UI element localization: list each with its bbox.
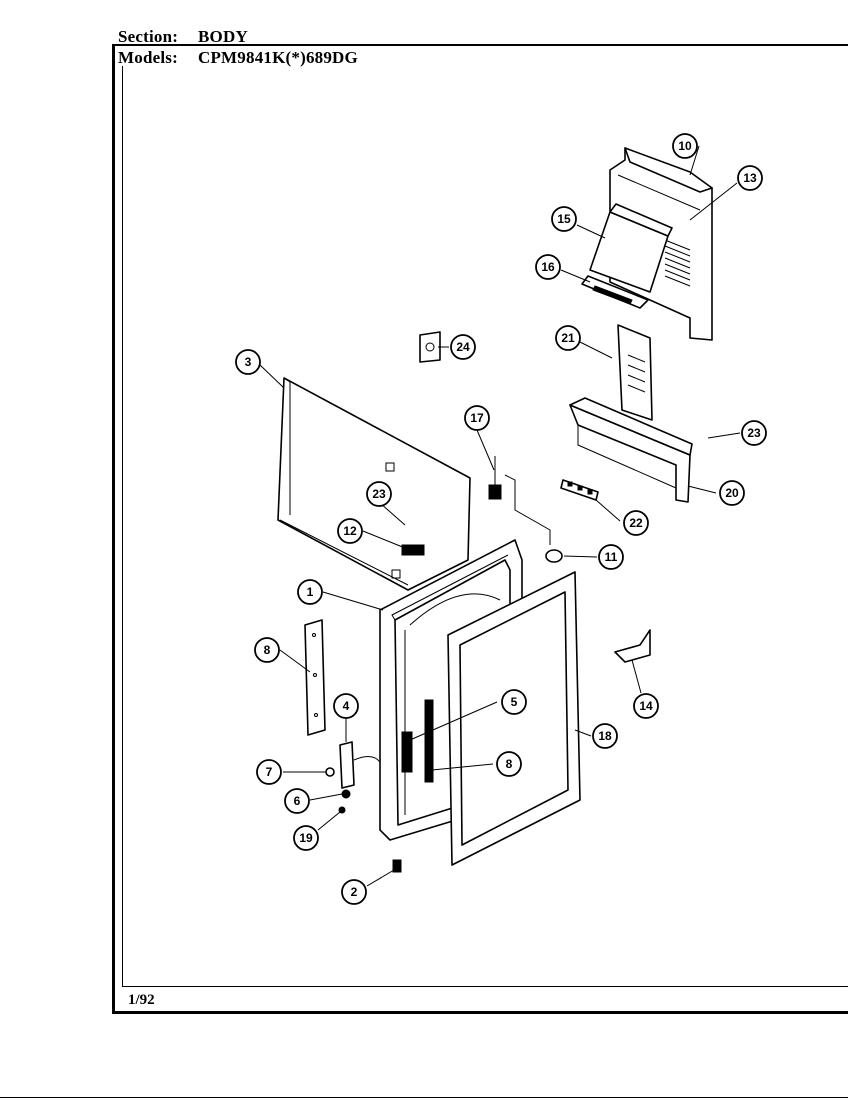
part-door-latch [339,741,381,789]
part-screw [392,859,402,873]
svg-text:1: 1 [307,585,314,599]
diagram-frame [122,66,848,987]
part-hinge-pieces [401,699,434,783]
callout-16: 16 [535,254,561,280]
svg-text:10: 10 [678,139,692,153]
part-duct-base [581,275,649,309]
part-control-tray [569,397,693,503]
models-value: CPM9841K(*)689DG [198,48,358,67]
part-vent-duct [589,203,673,293]
callout-7: 7 [256,759,282,785]
callout-3: 3 [235,349,261,375]
svg-text:17: 17 [470,411,484,425]
svg-text:18: 18 [598,729,612,743]
callout-12: 12 [337,518,363,544]
svg-text:4: 4 [343,699,350,713]
callout-22: 22 [623,510,649,536]
svg-text:6: 6 [294,794,301,808]
part-rear-bracket [617,324,653,421]
svg-text:8: 8 [506,757,513,771]
page-bottom-rule [0,1097,848,1098]
callout-11: 11 [598,544,624,570]
callout-9: 8 [254,637,280,663]
callout-4: 4 [333,693,359,719]
part-side-bracket [614,629,651,663]
part-small-clip [419,331,441,363]
callout-19: 19 [293,825,319,851]
svg-text:23: 23 [372,487,386,501]
svg-text:8: 8 [264,643,271,657]
leader-lines [259,145,741,887]
svg-text:11: 11 [605,550,618,564]
svg-text:15: 15 [557,212,571,226]
svg-text:13: 13 [743,171,757,185]
part-door-switch [488,456,551,545]
callout-6: 6 [284,788,310,814]
part-terminal-block [560,479,599,501]
svg-text:5: 5 [511,695,518,709]
svg-text:20: 20 [725,486,739,500]
page-frame [112,44,848,1014]
callout-1: 1 [297,579,323,605]
callout-20: 20 [719,480,745,506]
callout-5: 5 [501,689,527,715]
callout-15: 15 [551,206,577,232]
part-knob [545,549,563,563]
callout-10: 10 [672,133,698,159]
callout-21: 21 [555,325,581,351]
callout-17: 17 [464,405,490,431]
callout-13: 13 [737,165,763,191]
section-label: Section: [118,27,179,46]
svg-text:21: 21 [561,331,575,345]
svg-text:3: 3 [245,355,252,369]
callout-14: 14 [633,693,659,719]
svg-text:24: 24 [456,340,470,354]
svg-text:22: 22 [629,516,643,530]
svg-text:19: 19 [299,831,313,845]
part-trim-strip [304,619,326,736]
svg-text:2: 2 [351,885,358,899]
part-hinge-assembly [401,544,425,556]
svg-text:14: 14 [639,699,653,713]
callout-23-left: 23 [366,481,392,507]
part-door-glass [447,571,581,866]
callout-2: 2 [341,879,367,905]
svg-text:23: 23 [747,426,761,440]
svg-text:7: 7 [266,765,273,779]
callout-24: 24 [450,334,476,360]
callout-18: 18 [592,723,618,749]
section-value: BODY [198,27,248,46]
callout-8-lower: 8 [496,751,522,777]
models-label: Models: [118,48,178,67]
svg-text:12: 12 [343,524,357,538]
callout-23-right: 23 [741,420,767,446]
svg-text:16: 16 [541,260,555,274]
revision-date: 1/92 [128,992,155,1008]
